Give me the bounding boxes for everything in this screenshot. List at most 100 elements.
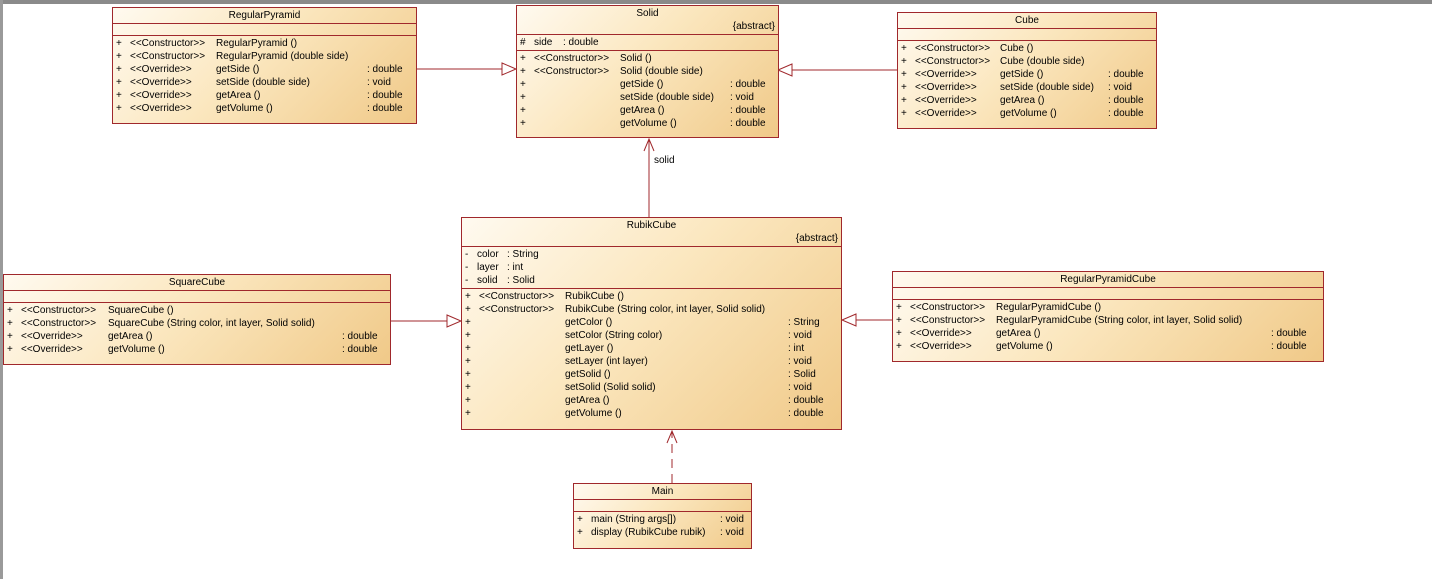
attribute-visibility: # — [520, 37, 526, 48]
edge-squarecube-rubikcube-arrowhead — [446, 314, 463, 328]
operation-visibility: + — [901, 43, 907, 54]
attribute-compartment — [898, 29, 1156, 41]
edge-main-rubikcube-arrowhead — [666, 429, 678, 444]
operation-signature: RegularPyramid () — [216, 38, 298, 49]
operation-row: +<<Override>>getArea (): double — [4, 330, 390, 343]
attribute-type: : String — [507, 249, 539, 260]
operation-signature: getVolume () — [565, 408, 622, 419]
operation-signature: setSide (double side) — [620, 92, 714, 103]
attribute-type: : double — [563, 37, 599, 48]
operation-stereotype: <<Override>> — [130, 77, 192, 88]
operation-visibility: + — [577, 514, 583, 525]
operation-row: +<<Constructor>>RegularPyramidCube () — [893, 301, 1323, 314]
operation-row: +<<Override>>getArea (): double — [893, 327, 1323, 340]
operation-visibility: + — [465, 317, 471, 328]
class-name-header: RubikCube {abstract} — [462, 218, 841, 247]
operation-visibility: + — [465, 382, 471, 393]
operation-row: +getArea (): double — [462, 394, 841, 407]
operation-row: +<<Override>>setSide (double side): void — [898, 81, 1156, 94]
operation-stereotype: <<Override>> — [915, 69, 977, 80]
operation-stereotype: <<Constructor>> — [915, 56, 991, 67]
operation-return-type: : void — [730, 92, 754, 103]
operation-visibility: + — [520, 118, 526, 129]
operation-row: + <<Constructor>> RubikCube () — [462, 290, 841, 303]
class-main[interactable]: Main +main (String args[]): void +displa… — [573, 483, 752, 549]
operation-row: +<<Constructor>>RegularPyramid (double s… — [113, 50, 416, 63]
operation-signature: RubikCube () — [565, 291, 624, 302]
operation-signature: RegularPyramidCube (String color, int la… — [996, 315, 1243, 326]
operation-visibility: + — [901, 82, 907, 93]
window-top-edge — [0, 0, 1432, 4]
operation-signature: RegularPyramidCube () — [996, 302, 1102, 313]
operation-signature: Cube () — [1000, 43, 1034, 54]
class-rubikcube[interactable]: RubikCube {abstract} -color: String -lay… — [461, 217, 842, 430]
edge-cube-solid-arrowhead — [776, 63, 793, 77]
operation-row: +<<Override>>getVolume (): double — [893, 340, 1323, 353]
operation-return-type: : void — [788, 382, 812, 393]
operation-row: +<<Constructor>>Cube (double side) — [898, 55, 1156, 68]
class-cube[interactable]: Cube +<<Constructor>>Cube () +<<Construc… — [897, 12, 1157, 129]
operation-return-type: : double — [367, 64, 403, 75]
attribute-visibility: - — [465, 249, 469, 260]
operation-visibility: + — [465, 330, 471, 341]
operation-row: +<<Constructor>>SquareCube () — [4, 304, 390, 317]
operation-visibility: + — [520, 66, 526, 77]
operation-return-type: : double — [730, 79, 766, 90]
operation-row: +getLayer (): int — [462, 342, 841, 355]
attribute-compartment — [113, 24, 416, 36]
operation-stereotype: <<Constructor>> — [130, 38, 206, 49]
operation-signature: getArea () — [108, 331, 153, 342]
window-left-edge — [0, 0, 3, 579]
operation-row: +<<Override>>getSide (): double — [898, 68, 1156, 81]
attribute-row: # side : double — [517, 36, 778, 49]
operation-visibility: + — [465, 408, 471, 419]
association-label-solid: solid — [654, 155, 675, 166]
edge-regularpyramidcube-rubikcube-arrowhead — [840, 313, 857, 327]
operation-return-type: : double — [1108, 69, 1144, 80]
attribute-compartment: # side : double — [517, 35, 778, 51]
operation-compartment: +main (String args[]): void +display (Ru… — [574, 512, 751, 540]
operation-stereotype: <<Override>> — [915, 95, 977, 106]
attribute-row: -color: String — [462, 248, 841, 261]
operation-return-type: : void — [1108, 82, 1132, 93]
operation-visibility: + — [116, 38, 122, 49]
operation-visibility: + — [901, 108, 907, 119]
class-squarecube[interactable]: SquareCube +<<Constructor>>SquareCube ()… — [3, 274, 391, 365]
operation-return-type: : double — [342, 331, 378, 342]
attribute-name: layer — [477, 262, 499, 273]
operation-return-type: : void — [720, 514, 744, 525]
operation-signature: Solid (double side) — [620, 66, 703, 77]
operation-return-type: : void — [788, 330, 812, 341]
operation-row: +getVolume (): double — [517, 117, 778, 130]
operation-return-type: : void — [367, 77, 391, 88]
attribute-compartment — [4, 291, 390, 303]
operation-return-type: : double — [367, 103, 403, 114]
operation-signature: getVolume () — [216, 103, 273, 114]
operation-signature: getArea () — [565, 395, 610, 406]
class-regularpyramidcube[interactable]: RegularPyramidCube +<<Constructor>>Regul… — [892, 271, 1324, 362]
operation-signature: getSide () — [216, 64, 260, 75]
operation-signature: getSide () — [620, 79, 664, 90]
operation-visibility: + — [465, 291, 471, 302]
operation-return-type: : String — [788, 317, 820, 328]
operation-signature: setLayer (int layer) — [565, 356, 648, 367]
attribute-name: solid — [477, 275, 498, 286]
operation-row: + setSide (double side) : void — [517, 91, 778, 104]
operation-visibility: + — [465, 356, 471, 367]
operation-signature: getSide () — [1000, 69, 1044, 80]
operation-row: +getColor (): String — [462, 316, 841, 329]
attribute-type: : Solid — [507, 275, 535, 286]
class-name: SquareCube — [4, 275, 390, 291]
operation-row: +<<Constructor>>Solid (double side) — [517, 65, 778, 78]
operation-return-type: : double — [342, 344, 378, 355]
operation-row: + <<Constructor>> RegularPyramid () — [113, 37, 416, 50]
class-solid[interactable]: Solid {abstract} # side : double +<<Cons… — [516, 5, 779, 138]
operation-stereotype: <<Constructor>> — [479, 291, 555, 302]
operation-row: +display (RubikCube rubik): void — [574, 526, 751, 539]
operation-visibility: + — [520, 92, 526, 103]
class-regularpyramid[interactable]: RegularPyramid +<<Constructor>>RegularPy… — [112, 7, 417, 124]
operation-row: +main (String args[]): void — [574, 513, 751, 526]
operation-visibility: + — [520, 53, 526, 64]
operation-visibility: + — [116, 90, 122, 101]
